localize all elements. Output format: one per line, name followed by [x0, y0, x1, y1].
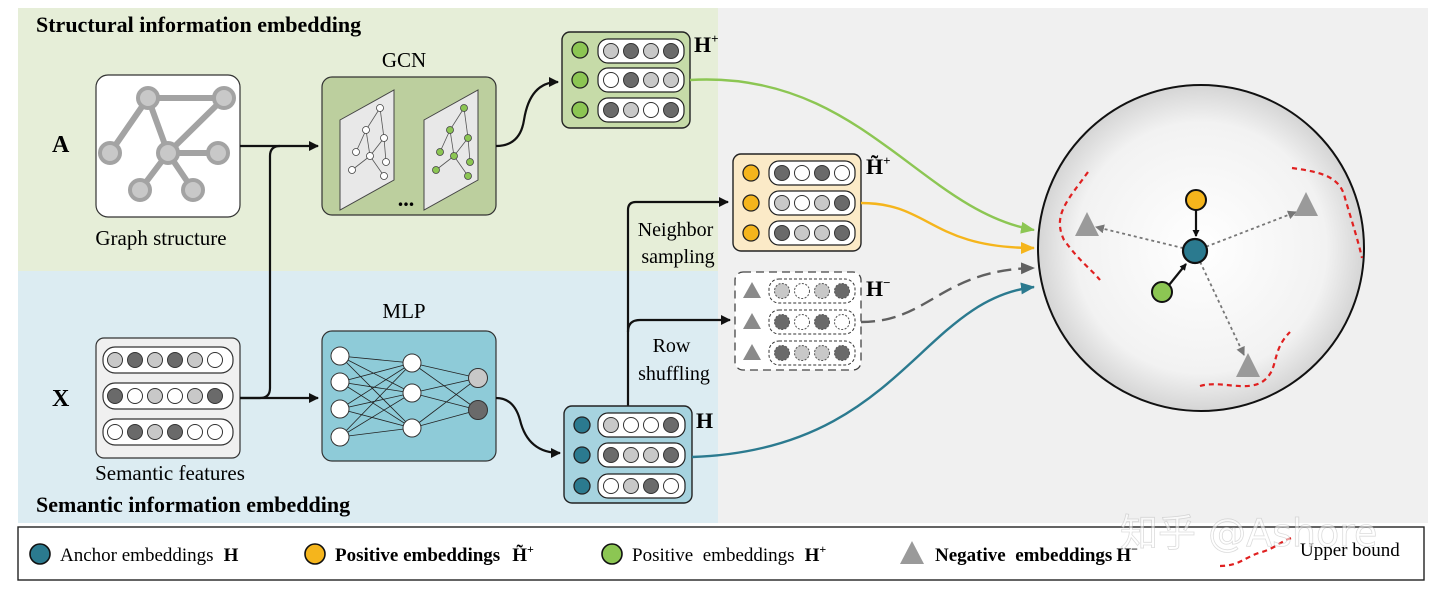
- adjacency-symbol: A: [52, 132, 70, 158]
- h-plus-embeddings: [561, 31, 691, 129]
- h-anchor-embeddings: [563, 405, 693, 504]
- edge-hminus-to-sphere: [860, 262, 1035, 324]
- edge-h-to-sphere: [691, 282, 1035, 459]
- structural-title: Structural information embedding: [36, 12, 361, 37]
- h-minus-label: H−: [866, 275, 891, 301]
- feature-symbol: X: [52, 386, 70, 412]
- semantic-features-caption: Semantic features: [95, 461, 245, 485]
- h-plus-label: H+: [694, 31, 719, 57]
- gcn-module: [321, 76, 497, 216]
- h-minus-embeddings: [734, 271, 862, 371]
- h-anchor-label: H: [696, 408, 713, 433]
- mlp-module: [321, 330, 497, 462]
- watermark: 知乎 @Ashore: [1120, 511, 1377, 555]
- edge-gcn-to-hplus: [495, 77, 559, 148]
- embedding-sphere: [1037, 84, 1365, 412]
- gcn-label: GCN: [382, 48, 426, 72]
- h-tilde-plus-embeddings: [732, 153, 862, 252]
- semantic-title: Semantic information embedding: [36, 492, 350, 517]
- h-tilde-plus-label: H̃+: [866, 153, 891, 179]
- gcn-ellipsis: ...: [398, 186, 415, 211]
- neighbor-sampling-label: Neighbor sampling: [638, 219, 719, 268]
- mlp-label: MLP: [382, 299, 425, 323]
- edge-htilde-to-sphere: [860, 201, 1035, 254]
- edge-mlp-to-h: [495, 396, 561, 458]
- edge-hplus-to-sphere: [689, 78, 1035, 234]
- row-shuffling-label: Row shuffling: [638, 335, 710, 385]
- graph-structure-box: [95, 74, 241, 218]
- edge-h-neighbor: [626, 197, 729, 406]
- graph-structure-caption: Graph structure: [95, 226, 226, 250]
- semantic-features-box: [95, 337, 241, 459]
- edge-h-shuffle: [626, 315, 731, 333]
- legend-upper-text: Upper bound: [1300, 540, 1400, 561]
